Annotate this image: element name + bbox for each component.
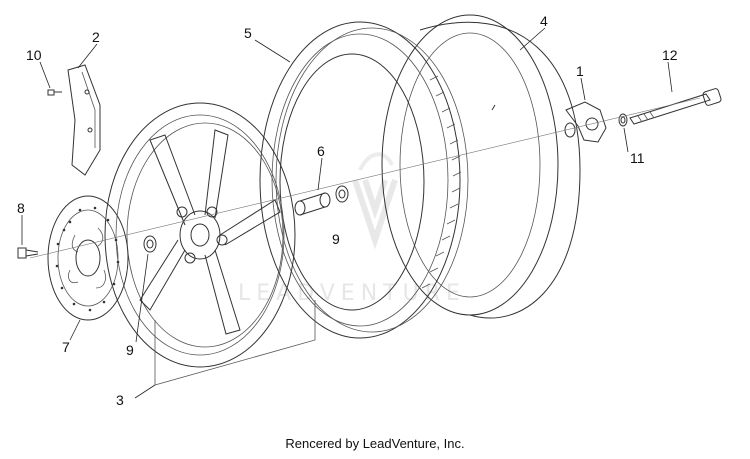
- part-7-brake-disc: [47, 195, 129, 321]
- part-10-screw: [47, 89, 62, 96]
- watermark-text: LEADVENTURE: [238, 281, 466, 306]
- callout-10: 10: [26, 47, 42, 63]
- part-2-guard: [67, 64, 101, 176]
- part-3-wheel: [104, 102, 316, 386]
- part-5-tire: [259, 21, 469, 339]
- callout-8: 8: [17, 200, 25, 216]
- watermark-logo: [352, 152, 398, 250]
- part-9-bearing-left: [143, 235, 157, 253]
- callout-2: 2: [92, 29, 100, 45]
- callout-3: 3: [116, 392, 124, 408]
- part-9-bearing-right: [335, 185, 349, 203]
- callout-12: 12: [662, 47, 678, 63]
- callout-6: 6: [317, 143, 325, 159]
- part-12-axle: [629, 88, 722, 125]
- callout-5: 5: [244, 25, 252, 41]
- part-8-bolt: [17, 247, 39, 259]
- callout-7: 7: [62, 339, 70, 355]
- part-1-drive: [564, 101, 607, 143]
- leader-lines: [21, 27, 673, 399]
- callout-1: 1: [576, 63, 584, 79]
- part-4-inner-tube: [381, 14, 581, 319]
- callout-9-left: 9: [126, 342, 134, 358]
- footer-credit: Rencered by LeadVenture, Inc.: [285, 436, 465, 451]
- part-6-spacer: [294, 192, 331, 216]
- callout-4: 4: [540, 13, 548, 29]
- part-11-washer: [618, 113, 628, 127]
- callout-11: 11: [630, 150, 645, 166]
- callout-9-right: 9: [332, 231, 340, 247]
